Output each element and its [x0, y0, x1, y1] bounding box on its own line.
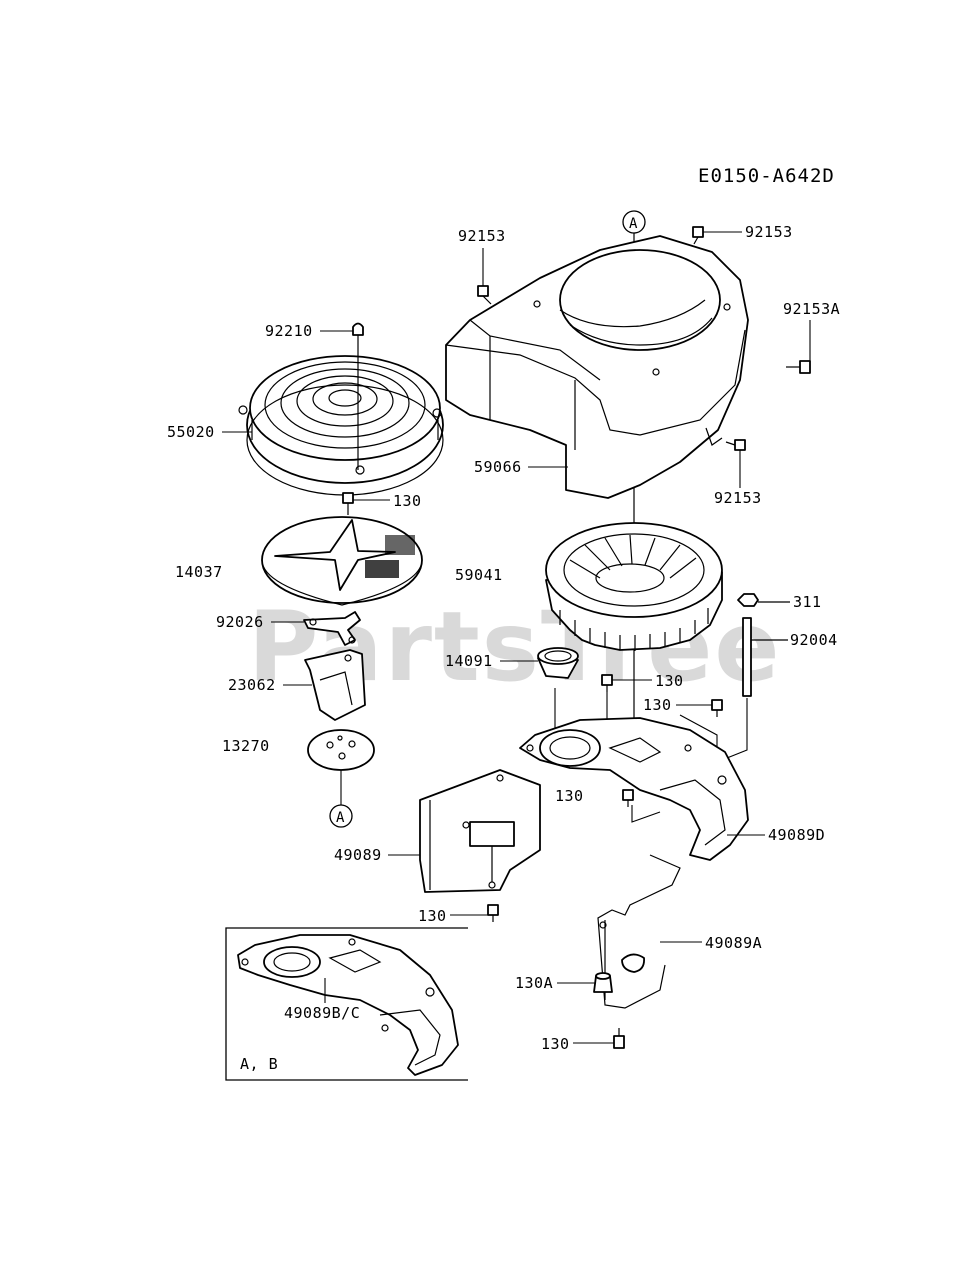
svg-text:92210: 92210	[265, 322, 313, 340]
bolt-92153-right	[725, 439, 746, 451]
baffle-49089D	[519, 717, 749, 861]
svg-text:59066: 59066	[474, 458, 522, 476]
label-92026: 92026	[216, 613, 304, 631]
bolt-130-screen	[342, 492, 354, 515]
label-49089D: 49089D	[727, 826, 825, 844]
svg-text:92153: 92153	[745, 223, 793, 241]
svg-text:49089A: 49089A	[705, 934, 762, 952]
svg-text:130: 130	[393, 492, 422, 510]
label-130-lower: 130	[418, 907, 488, 925]
label-130-mid: 130	[612, 672, 684, 690]
svg-text:130A: 130A	[515, 974, 553, 992]
label-92210: 92210	[265, 322, 353, 340]
callout-a-bottom: A	[329, 804, 353, 828]
svg-text:130: 130	[555, 787, 584, 805]
inset-box: A, B	[225, 927, 468, 1081]
stud-92004	[742, 617, 788, 697]
svg-text:13270: 13270	[222, 737, 270, 755]
svg-text:49089: 49089	[334, 846, 382, 864]
nut-92210	[352, 322, 364, 470]
svg-text:130: 130	[655, 672, 684, 690]
svg-text:14091: 14091	[445, 652, 493, 670]
callout-a-top: A	[622, 210, 646, 234]
bracket-23062	[304, 649, 366, 721]
label-92153-top-right: 92153	[703, 223, 793, 241]
blower-housing-59066	[445, 235, 749, 499]
label-49089: 49089	[334, 846, 420, 864]
stud-link	[721, 698, 748, 761]
svg-text:92004: 92004	[790, 631, 838, 649]
label-59066: 59066	[474, 458, 568, 476]
grill-55020	[238, 355, 444, 496]
svg-text:92153A: 92153A	[783, 300, 840, 318]
svg-text:311: 311	[793, 593, 822, 611]
plate-92026	[303, 611, 361, 646]
cup-14091	[537, 647, 579, 679]
label-59041: 59041	[455, 566, 503, 584]
screen-14037	[261, 516, 423, 606]
label-13270: 13270	[222, 737, 270, 755]
label-49089A: 49089A	[660, 934, 762, 952]
diagram-id: E0150-A642D	[698, 165, 835, 187]
baffle-49089BC	[237, 934, 459, 1076]
svg-text:A: A	[629, 216, 638, 232]
svg-text:49089D: 49089D	[768, 826, 825, 844]
baffle-49089	[419, 769, 541, 893]
plate-13270	[307, 729, 375, 771]
label-130-center: 130	[555, 787, 584, 805]
svg-text:130: 130	[643, 696, 672, 714]
label-92153-top-left: 92153	[458, 227, 506, 286]
screen-mesh	[365, 535, 415, 578]
bolt-92153-top-right	[692, 226, 704, 245]
label-49089BC: 49089B/C	[284, 978, 360, 1022]
label-130-bottom: 130	[541, 1035, 614, 1053]
svg-text:14037: 14037	[175, 563, 223, 581]
inset-caption: A, B	[240, 1055, 278, 1073]
label-92004: 92004	[790, 631, 838, 649]
svg-text:92153: 92153	[458, 227, 506, 245]
svg-text:49089B/C: 49089B/C	[284, 1004, 360, 1022]
svg-text:55020: 55020	[167, 423, 215, 441]
svg-text:23062: 23062	[228, 676, 276, 694]
label-311: 311	[793, 593, 822, 611]
label-130-grill: 130	[353, 492, 422, 510]
svg-text:A: A	[336, 810, 345, 826]
label-130-right: 130	[643, 696, 712, 714]
svg-text:130: 130	[418, 907, 447, 925]
svg-text:92026: 92026	[216, 613, 264, 631]
bolt-130-center-link	[631, 805, 661, 823]
bolt-92153-top-left	[477, 285, 492, 305]
label-130A: 130A	[515, 974, 595, 992]
nut-311	[737, 593, 790, 607]
bolt-92153A	[786, 360, 811, 374]
svg-text:130: 130	[541, 1035, 570, 1053]
bolt-130A	[593, 972, 613, 993]
bolt-130-lower	[487, 904, 499, 922]
svg-text:59041: 59041	[455, 566, 503, 584]
svg-text:92153: 92153	[714, 489, 762, 507]
bolt-130-bottom	[613, 1028, 625, 1049]
label-92153A: 92153A	[783, 300, 840, 361]
label-92153-right: 92153	[714, 450, 762, 507]
label-14037: 14037	[175, 563, 223, 581]
bolt-130-center	[622, 789, 634, 807]
label-23062: 23062	[228, 676, 312, 694]
fan-59041	[545, 522, 723, 651]
label-14091: 14091	[445, 652, 538, 670]
bolt-130-right	[711, 699, 723, 717]
label-55020: 55020	[167, 423, 252, 441]
